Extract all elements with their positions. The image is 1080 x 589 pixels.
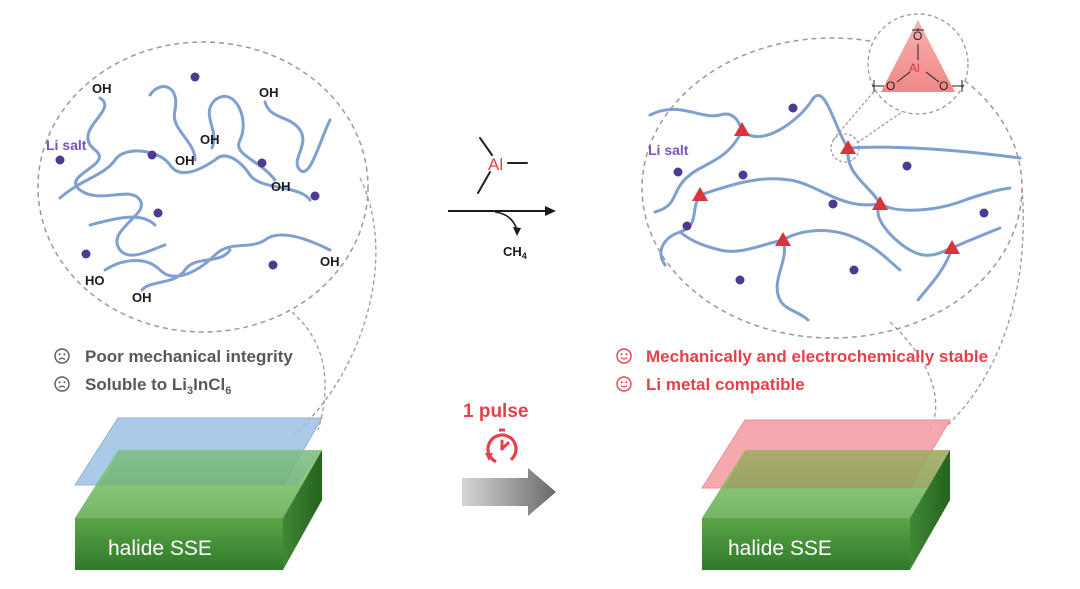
inset-oxygen-right: O bbox=[939, 79, 948, 93]
polymer-chain bbox=[653, 128, 744, 214]
polymer-chain bbox=[148, 85, 197, 162]
li-ion-dot bbox=[673, 167, 683, 177]
left-properties: Poor mechanical integrity Soluble to Li3… bbox=[54, 347, 293, 397]
li-ion-dot bbox=[268, 260, 278, 270]
oh-group-label: OH bbox=[320, 254, 340, 269]
aluminum-atom: Al bbox=[488, 155, 503, 174]
li-ion-dot bbox=[55, 155, 65, 165]
oh-group-label: OH bbox=[92, 81, 112, 96]
li-ion-dot bbox=[979, 208, 989, 218]
li-ion-dot bbox=[788, 103, 798, 113]
halide-sse-label-left: halide SSE bbox=[108, 537, 212, 560]
halide-sse-label-right: halide SSE bbox=[728, 537, 832, 560]
al-crosslink-node bbox=[872, 196, 888, 210]
li-salt-label: Li salt bbox=[46, 137, 87, 153]
left-li-ions bbox=[55, 72, 320, 270]
left-zoom-circle bbox=[37, 41, 369, 333]
oh-group-label: OH bbox=[259, 85, 279, 100]
polymer-chain bbox=[207, 94, 277, 182]
right-properties: Mechanically and electrochemically stabl… bbox=[616, 347, 988, 394]
right-panel: Li salt Al O O O bbox=[616, 13, 1024, 570]
inset-aluminum-atom: Al bbox=[909, 61, 920, 75]
al-crosslinks bbox=[692, 122, 960, 254]
tma-molecule bbox=[477, 137, 528, 194]
li-ion-dot bbox=[902, 161, 912, 171]
polymer-chain bbox=[103, 233, 332, 278]
polymer-chain bbox=[58, 149, 312, 202]
polymer-chain bbox=[74, 96, 167, 257]
polymer-chain bbox=[698, 177, 882, 207]
happy-face-icon bbox=[616, 348, 632, 364]
li-ion-dot bbox=[828, 199, 838, 209]
halide-sse-block-left bbox=[75, 450, 322, 570]
left-polymer-chains bbox=[58, 85, 332, 292]
sad-face-icon bbox=[54, 348, 70, 364]
li-ion-dot bbox=[849, 265, 859, 275]
al-crosslink-node bbox=[692, 187, 708, 201]
polymer-chain bbox=[659, 193, 702, 267]
crosslink-zoom-marker bbox=[830, 133, 860, 163]
al-crosslink-node bbox=[775, 232, 791, 246]
al-structure-inset: Al O O O bbox=[867, 13, 969, 115]
al-crosslink-node bbox=[734, 122, 750, 136]
pulse-label: 1 pulse bbox=[463, 401, 528, 422]
timer-icon bbox=[485, 428, 518, 465]
li-ion-dot bbox=[682, 221, 692, 231]
oh-group-label: HO bbox=[85, 273, 105, 288]
li-ion-dot bbox=[81, 249, 91, 259]
happy-face-icon bbox=[616, 376, 632, 392]
zoom-connector bbox=[289, 177, 377, 439]
polymer-chain bbox=[846, 146, 882, 206]
li-ion-dot bbox=[257, 158, 267, 168]
al-crosslink-node bbox=[944, 240, 960, 254]
polymer-chain bbox=[648, 94, 850, 150]
polymer-chain bbox=[775, 238, 810, 322]
property-soluble: Soluble to Li3InCl6 bbox=[85, 375, 231, 397]
reaction-arrowhead bbox=[545, 206, 556, 216]
polymer-chain bbox=[781, 229, 902, 272]
li-ion-dot bbox=[153, 208, 163, 218]
halide-sse-block-right bbox=[702, 450, 950, 570]
zoom-connector bbox=[291, 311, 326, 431]
li-ion-dot bbox=[735, 275, 745, 285]
zoom-connector bbox=[939, 187, 1024, 433]
inset-oxygen-top: O bbox=[913, 29, 922, 43]
polymer-chain bbox=[88, 215, 157, 227]
al-crosslink-node bbox=[840, 140, 856, 154]
byproduct-ch4: CH4 bbox=[503, 244, 527, 261]
li-ion-dot bbox=[310, 191, 320, 201]
sad-face-icon bbox=[54, 376, 70, 392]
polymer-chain bbox=[140, 248, 232, 292]
property-poor-mechanical: Poor mechanical integrity bbox=[85, 347, 293, 366]
polymer-chain bbox=[876, 202, 954, 257]
oh-group-label: OH bbox=[132, 290, 152, 305]
oh-group-label: OH bbox=[271, 179, 291, 194]
li-ion-dot bbox=[738, 170, 748, 180]
zoom-connector bbox=[889, 321, 937, 431]
right-li-ions bbox=[673, 103, 989, 285]
right-zoom-circle bbox=[641, 37, 1023, 339]
process-arrow bbox=[462, 468, 556, 516]
left-panel: OH OH OH OH OH OH HO OH Li salt Poor mec… bbox=[37, 41, 377, 570]
li-ion-dot bbox=[190, 72, 200, 82]
inset-oxygen-left: O bbox=[886, 79, 895, 93]
oh-group-label: OH bbox=[175, 153, 195, 168]
polymer-chain bbox=[678, 230, 785, 253]
reaction-scheme: Al CH4 1 pulse bbox=[448, 137, 556, 516]
li-ion-dot bbox=[147, 150, 157, 160]
oh-group-label: OH bbox=[200, 132, 220, 147]
polymer-chain bbox=[263, 100, 332, 174]
li-salt-label: Li salt bbox=[648, 142, 689, 158]
property-stable: Mechanically and electrochemically stabl… bbox=[646, 347, 988, 366]
polymer-chain bbox=[916, 226, 1002, 302]
property-li-compatible: Li metal compatible bbox=[646, 375, 805, 394]
polymer-chain bbox=[878, 186, 1012, 212]
polymer-chain bbox=[846, 145, 1022, 160]
